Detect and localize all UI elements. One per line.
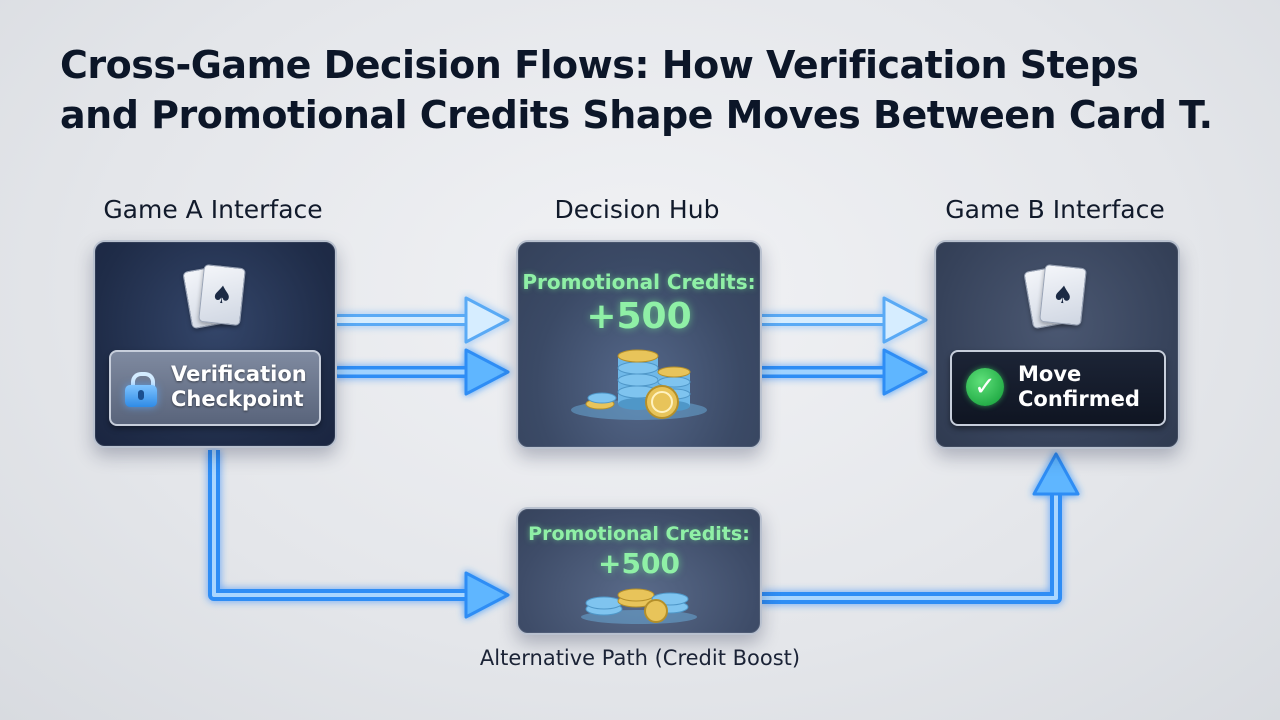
page-title: Cross-Game Decision Flows: How Verificat… — [60, 40, 1240, 140]
alt-credits-label: Promotional Credits: — [528, 523, 750, 545]
alternative-path-caption: Alternative Path (Credit Boost) — [479, 646, 801, 670]
move-line-2: Confirmed — [1018, 387, 1140, 411]
decision-hub-panel: Promotional Credits: +500 — [516, 240, 762, 449]
verification-checkpoint[interactable]: Verification Checkpoint — [109, 350, 321, 426]
game-a-label: Game A Interface — [103, 195, 323, 224]
verification-line-2: Checkpoint — [171, 387, 304, 411]
hub-credits-value: +500 — [586, 296, 692, 337]
game-b-label: Game B Interface — [945, 195, 1165, 224]
title-line-1: Cross-Game Decision Flows: How Verificat… — [60, 43, 1139, 87]
move-confirmed[interactable]: ✓ Move Confirmed — [950, 350, 1166, 426]
move-line-1: Move — [1018, 362, 1082, 386]
alt-credits-panel: Promotional Credits: +500 — [516, 507, 762, 635]
arrow-a-to-hub-lower — [332, 348, 510, 396]
game-b-panel: ♠ ✓ Move Confirmed — [934, 240, 1180, 449]
game-a-panel: ♠ Verification Checkpoint — [93, 240, 337, 448]
arrow-hub-to-b-upper — [756, 296, 928, 344]
arrow-a-to-alt — [208, 450, 510, 619]
hub-credits-label: Promotional Credits: — [522, 270, 756, 294]
coin-stack-icon — [581, 588, 697, 624]
arrow-a-to-hub-upper — [332, 296, 510, 344]
arrow-hub-to-b-lower — [756, 348, 928, 396]
alt-credits-value: +500 — [598, 547, 680, 580]
coin-stack-icon — [571, 349, 707, 420]
arrow-alt-to-b — [762, 452, 1080, 604]
lock-icon — [125, 372, 157, 407]
title-line-2: and Promotional Credits Shape Moves Betw… — [60, 93, 1213, 137]
verification-line-1: Verification — [171, 362, 307, 386]
checkmark-icon: ✓ — [966, 368, 1004, 406]
decision-hub-label: Decision Hub — [554, 195, 720, 224]
